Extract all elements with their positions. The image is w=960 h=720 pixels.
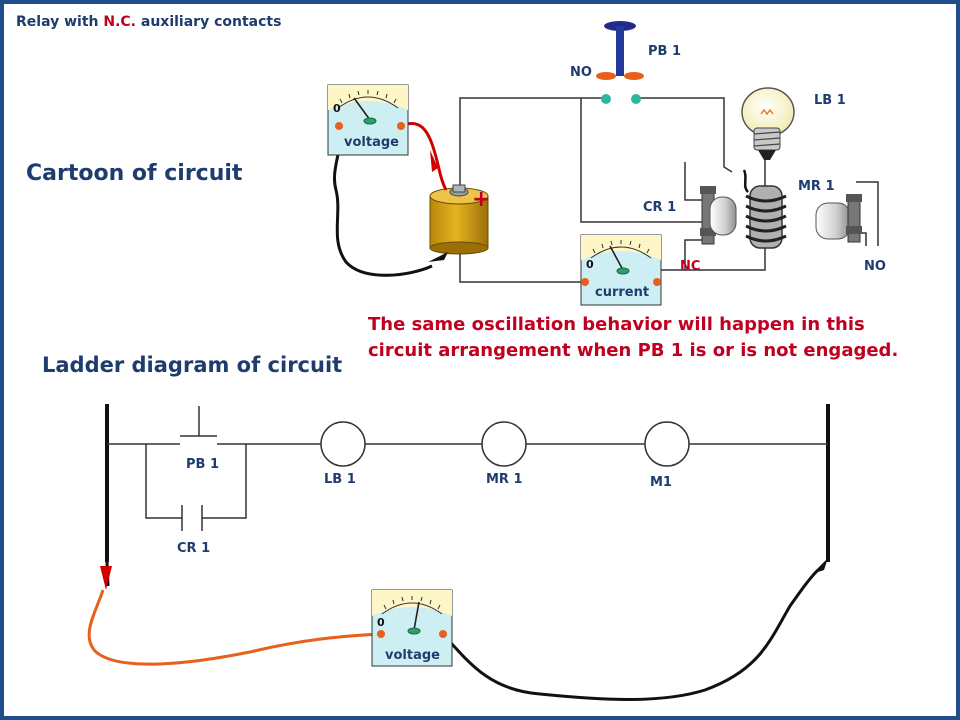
ladder-m1-circle: [644, 421, 690, 467]
cartoon-pb-label: PB 1: [648, 44, 681, 59]
cartoon-title: Cartoon of circuit: [26, 161, 243, 186]
ladder-red-clip-icon: [100, 566, 112, 590]
cartoon-cr-label: CR 1: [643, 200, 676, 215]
cartoon-nc-label: NC: [680, 259, 700, 274]
ladder-lb-label: LB 1: [324, 472, 356, 487]
relay-contact-cr1-icon: [700, 186, 737, 245]
slide-header: Relay with N.C. auxiliary contacts: [16, 14, 281, 30]
cartoon-mr-label: MR 1: [798, 179, 835, 194]
battery-plus-sign: +: [472, 187, 490, 212]
ladder-title: Ladder diagram of circuit: [42, 353, 342, 377]
note-line-2: circuit arrangement when PB 1 is or is n…: [368, 340, 898, 361]
header-highlight: N.C.: [103, 14, 136, 30]
ladder-black-lead: [441, 568, 820, 701]
ladder-mr1-circle: [481, 421, 527, 467]
ammeter-cartoon-label: current: [595, 285, 649, 300]
ladder-cr-label: CR 1: [177, 541, 210, 556]
voltmeter-ladder-label: voltage: [385, 648, 440, 663]
ladder-diagram: PB 1 CR 1 LB 1 MR 1 M1: [87, 404, 830, 701]
cartoon-no2-label: NO: [864, 259, 886, 274]
header-prefix: Relay with: [16, 14, 103, 30]
voltmeter-cartoon-zero: 0: [333, 102, 341, 115]
ladder-pb-label: PB 1: [186, 457, 219, 472]
header-suffix: auxiliary contacts: [136, 14, 281, 30]
light-bulb-icon: [741, 87, 795, 160]
note-line-1: The same oscillation behavior will happe…: [368, 314, 865, 335]
voltmeter-cartoon: [327, 84, 409, 156]
ammeter-cartoon-zero: 0: [586, 258, 594, 271]
ladder-red-lead: [87, 589, 382, 666]
ladder-mr-label: MR 1: [486, 472, 523, 487]
cartoon-circuit: PB 1 NO LB 1 MR 1: [327, 21, 886, 306]
voltmeter-red-lead: [400, 122, 448, 191]
ladder-pb1-symbol: [180, 406, 217, 437]
ladder-black-clip-icon: [812, 558, 828, 574]
voltmeter-ladder: [371, 589, 453, 667]
red-clip-icon: [430, 150, 438, 172]
ladder-rung-wires: [107, 443, 828, 519]
battery-icon: [429, 184, 489, 255]
ammeter-cartoon: [580, 234, 662, 306]
ladder-cr1-symbol: [181, 505, 203, 531]
voltmeter-ladder-zero: 0: [377, 616, 385, 629]
relay-contact-mr1-icon: [815, 194, 862, 243]
cartoon-no-label: NO: [570, 65, 592, 80]
voltmeter-cartoon-label: voltage: [344, 135, 399, 150]
voltmeter-black-lead: [333, 125, 433, 277]
black-clip-icon: [428, 252, 448, 262]
relay-coil-icon: [742, 169, 787, 249]
push-button-pb1: [596, 21, 644, 104]
cartoon-lb-label: LB 1: [814, 93, 846, 108]
ladder-m-label: M1: [650, 475, 672, 490]
ladder-lb1-circle: [320, 421, 366, 467]
